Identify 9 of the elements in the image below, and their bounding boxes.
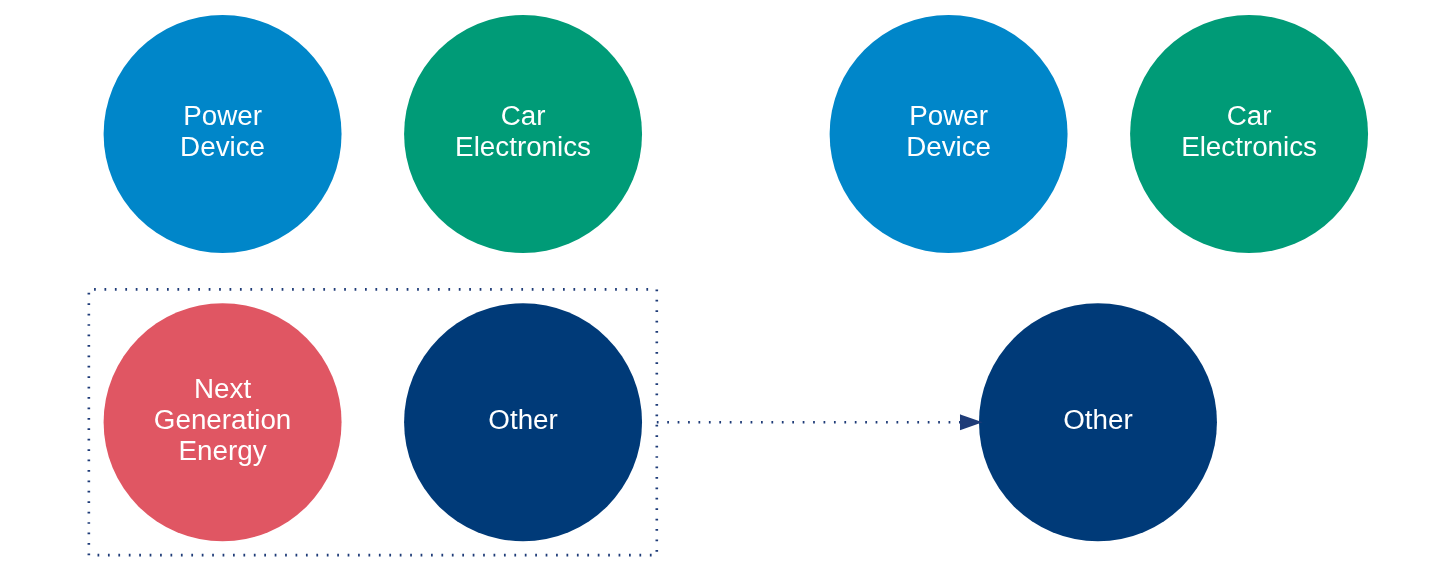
cluster bbox=[87, 288, 658, 557]
node-circle: Power Device bbox=[829, 14, 1068, 253]
node-circle: Car Electronics bbox=[403, 14, 642, 253]
node-circle: Next Generation Energy bbox=[103, 303, 342, 542]
node-circle: Other bbox=[403, 303, 642, 542]
node-circle: Car Electronics bbox=[1129, 14, 1368, 253]
node-circle: Other bbox=[978, 303, 1217, 542]
node-circle: Power Device bbox=[103, 14, 342, 253]
arrow bbox=[656, 414, 983, 431]
